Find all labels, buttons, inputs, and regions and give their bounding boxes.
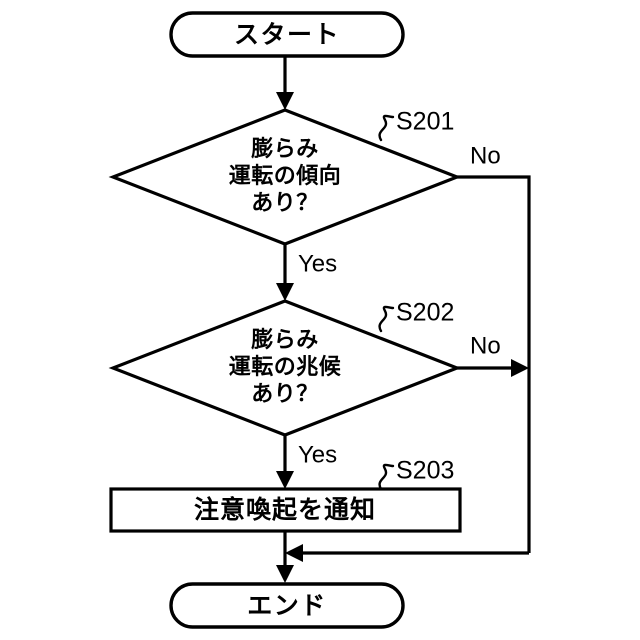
decision1-label-line1: 膨らみ: [250, 137, 319, 162]
branch-label-decision1-yes: Yes: [298, 250, 337, 277]
step-id-s202: S202: [396, 299, 454, 327]
process1-label: 注意喚起を通知: [194, 495, 376, 524]
branch-label-decision2-no: No: [470, 332, 501, 359]
arrow-head-down-icon: [276, 92, 294, 110]
decision1-label-line2: 運転の傾向: [229, 163, 342, 189]
decision2-label-line1: 膨らみ: [250, 328, 319, 353]
decision2-label-line3: あり？: [251, 382, 319, 407]
end-label: エンド: [247, 591, 327, 620]
node-end[interactable]: エンド: [169, 582, 405, 629]
step-label-s201: S201: [378, 108, 454, 142]
connector-no-rail-return: [285, 544, 529, 562]
branch-label-decision1-no: No: [470, 142, 501, 169]
node-process1[interactable]: 注意喚起を通知: [109, 487, 462, 533]
decision1-label-line3: あり？: [251, 191, 319, 216]
connector-decision1-no: No: [457, 142, 531, 553]
node-start[interactable]: スタート: [169, 11, 405, 58]
connector-process1-to-end: [276, 531, 294, 583]
start-terminal-shape: [169, 11, 405, 58]
arrow-head-left-icon: [285, 544, 303, 562]
step-id-s203: S203: [396, 457, 454, 485]
step-id-s201: S201: [396, 108, 454, 136]
connector-decision2-yes: Yes: [276, 435, 337, 489]
branch-label-decision2-yes: Yes: [298, 441, 337, 468]
step-label-s203: S203: [378, 457, 454, 491]
arrow-head-down-icon: [276, 471, 294, 489]
arrow-head-right-icon: [511, 359, 529, 377]
arrow-head-down-icon: [276, 283, 294, 301]
start-label: スタート: [234, 20, 340, 49]
decision2-label-line2: 運転の兆候: [229, 354, 342, 380]
connector-decision1-yes: Yes: [276, 244, 337, 301]
connector-decision2-no: No: [457, 332, 529, 377]
step-label-s202: S202: [378, 299, 454, 333]
node-decision1[interactable]: 膨らみ 運転の傾向 あり？: [108, 108, 462, 246]
process1-rect-shape: [109, 487, 462, 533]
end-terminal-shape: [169, 582, 405, 629]
arrow-head-down-icon: [276, 565, 294, 583]
connector-start-to-decision1: [276, 56, 294, 110]
